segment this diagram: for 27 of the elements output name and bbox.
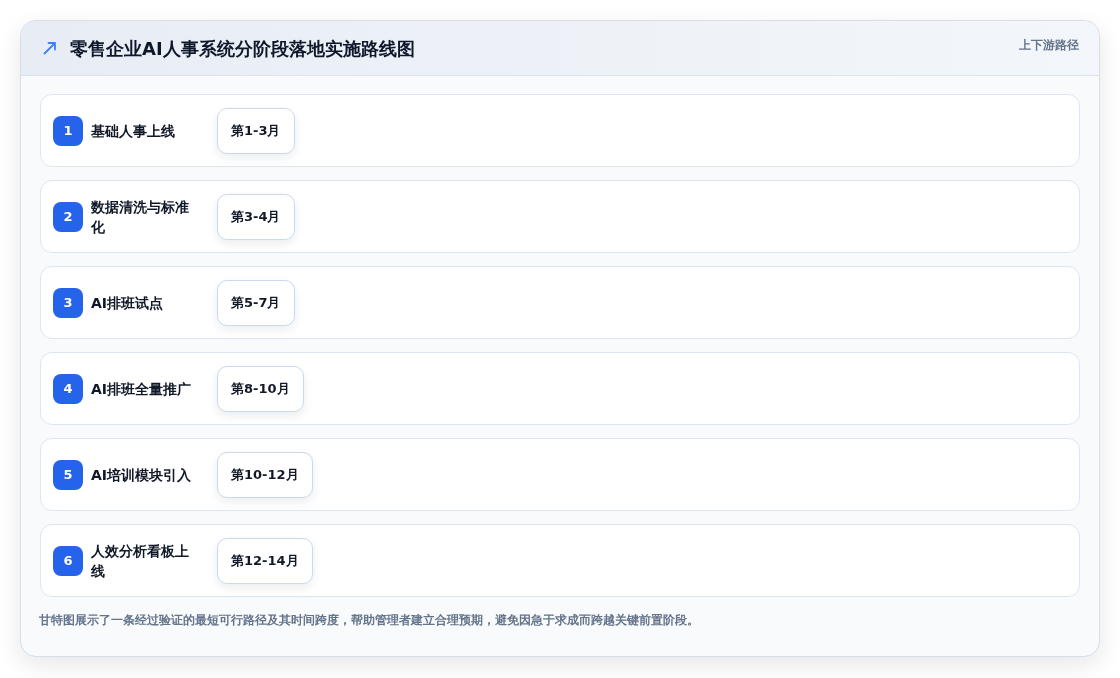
duration-pill: 第10-12月 xyxy=(217,451,313,498)
phase-name: 基础人事上线 xyxy=(91,121,176,141)
step-number-badge: 4 xyxy=(53,373,83,404)
phase-name: 人效分析看板上线 xyxy=(91,541,190,581)
duration-pill: 第8-10月 xyxy=(217,365,304,412)
step-number-badge: 5 xyxy=(53,459,83,490)
phase-name: AI排班全量推广 xyxy=(91,379,193,399)
phase-row xyxy=(40,352,1080,425)
phase-name: AI培训模块引入 xyxy=(91,465,193,485)
phase-row xyxy=(40,438,1080,511)
caption: 甘特图展示了一条经过验证的最短可行路径及其时间跨度，帮助管理者建立合理预期，避免因急于求成而跨越关键前置阶段。 xyxy=(39,612,700,629)
duration-pill: 第1-3月 xyxy=(217,107,295,154)
header-tag: 上下游路径 xyxy=(1019,36,1079,54)
phase-row xyxy=(40,180,1080,253)
phase-name: 数据清洗与标准化 xyxy=(91,197,190,237)
phase-row xyxy=(40,524,1080,597)
diagram-title: 零售企业AI人事系统分阶段落地实施路线图 xyxy=(70,36,415,61)
phase-row xyxy=(40,266,1080,339)
step-number-badge: 6 xyxy=(53,545,83,576)
phase-row xyxy=(40,94,1080,167)
duration-pill: 第3-4月 xyxy=(217,193,295,240)
step-number-badge: 3 xyxy=(53,287,83,318)
step-number-badge: 1 xyxy=(53,115,83,146)
duration-pill: 第12-14月 xyxy=(217,537,313,584)
duration-pill: 第5-7月 xyxy=(217,279,295,326)
phase-name: AI排班试点 xyxy=(91,293,165,313)
step-number-badge: 2 xyxy=(53,201,83,232)
